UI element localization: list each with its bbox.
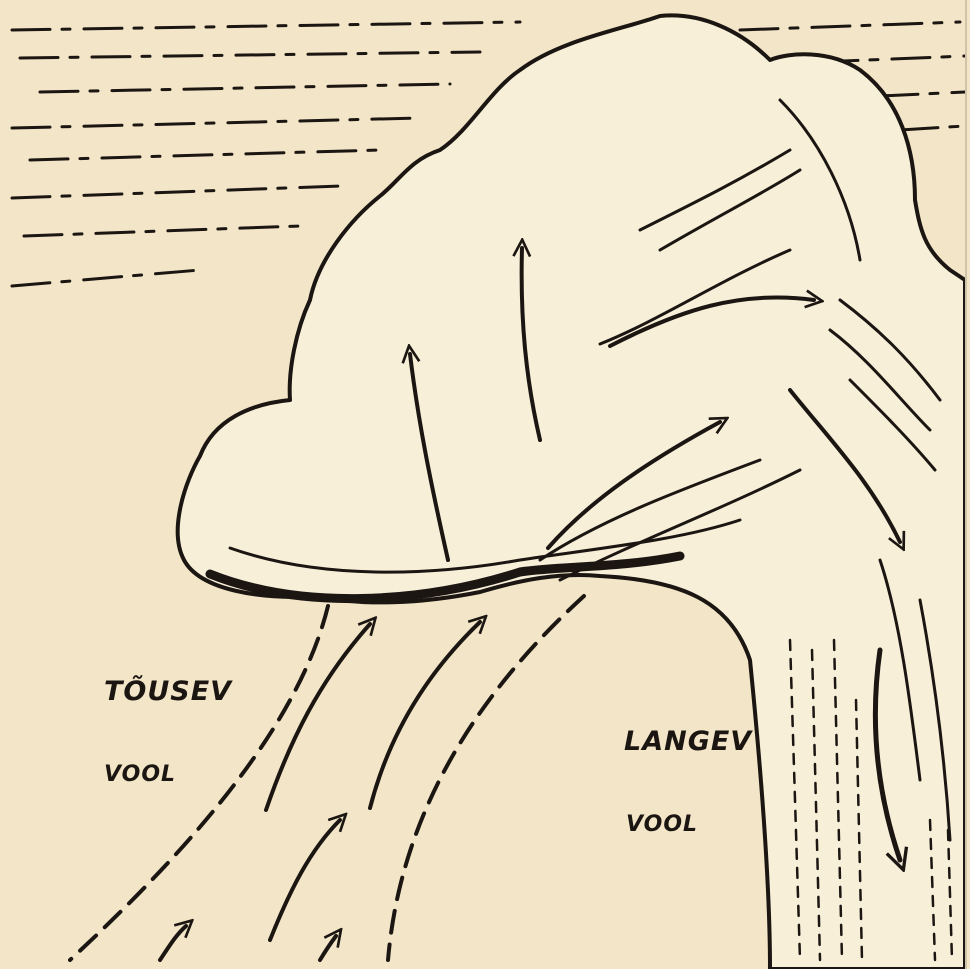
label-rising-current-line2: VOOL [104,762,176,787]
label-rising-current-line1: TÕUSEV [104,676,232,707]
label-falling-current-line1: LANGEV [624,726,752,757]
label-falling-current-line2: VOOL [626,812,698,837]
